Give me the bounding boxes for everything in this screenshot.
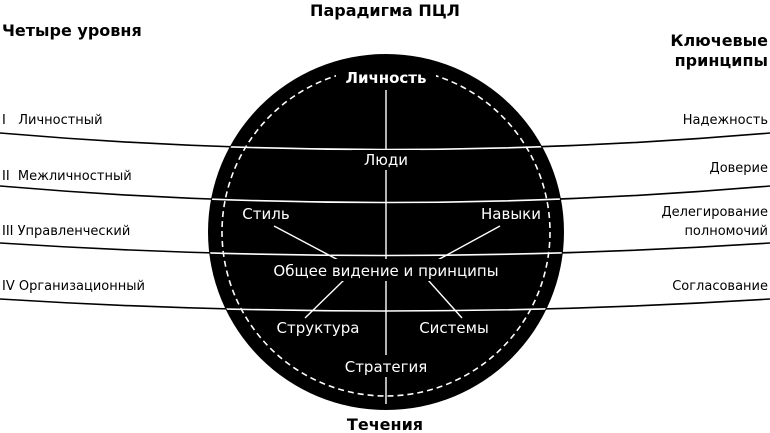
label-vision: Общее видение и принципы (273, 262, 498, 280)
inner-connectors (273, 90, 501, 404)
bottom-heading: Течения (347, 415, 423, 433)
level-label-3: III Управленческий (2, 224, 130, 239)
principle-label-3-line-1: Делегирование (661, 205, 768, 220)
level-labels: I Личностный II Межличностный III Управл… (2, 113, 145, 294)
principle-label-3-line-2: полномочий (684, 224, 768, 239)
principle-label-1: Надежность (683, 113, 768, 128)
level-label-2: II Межличностный (2, 169, 132, 184)
label-strategy: Стратегия (345, 358, 428, 376)
level-curves-inside (209, 132, 563, 312)
left-heading: Четыре уровня (2, 21, 142, 40)
principle-label-4: Согласование (672, 279, 768, 294)
principle-label-2: Доверие (710, 161, 768, 176)
structure-connector (304, 279, 345, 319)
label-systems: Системы (419, 319, 489, 337)
level-label-4: IV Организационный (2, 279, 145, 294)
right-heading-line-2: принципы (675, 51, 768, 70)
label-skills: Навыки (481, 205, 541, 223)
inner-labels: Личность Люди Стиль Навыки Общее видение… (242, 66, 541, 377)
level-label-1: I Личностный (2, 113, 103, 128)
label-style: Стиль (242, 205, 289, 223)
label-structure: Структура (277, 319, 360, 337)
principle-labels: Надежность Доверие Делегирование полномо… (661, 113, 768, 294)
right-heading-line-1: Ключевые (670, 31, 768, 50)
style-connector (273, 225, 343, 263)
systems-connector (427, 279, 463, 319)
label-people: Люди (364, 151, 408, 169)
label-personality: Личность (345, 69, 426, 87)
skills-connector (433, 225, 501, 263)
diagram-title: Парадигма ПЦЛ (310, 1, 460, 20)
